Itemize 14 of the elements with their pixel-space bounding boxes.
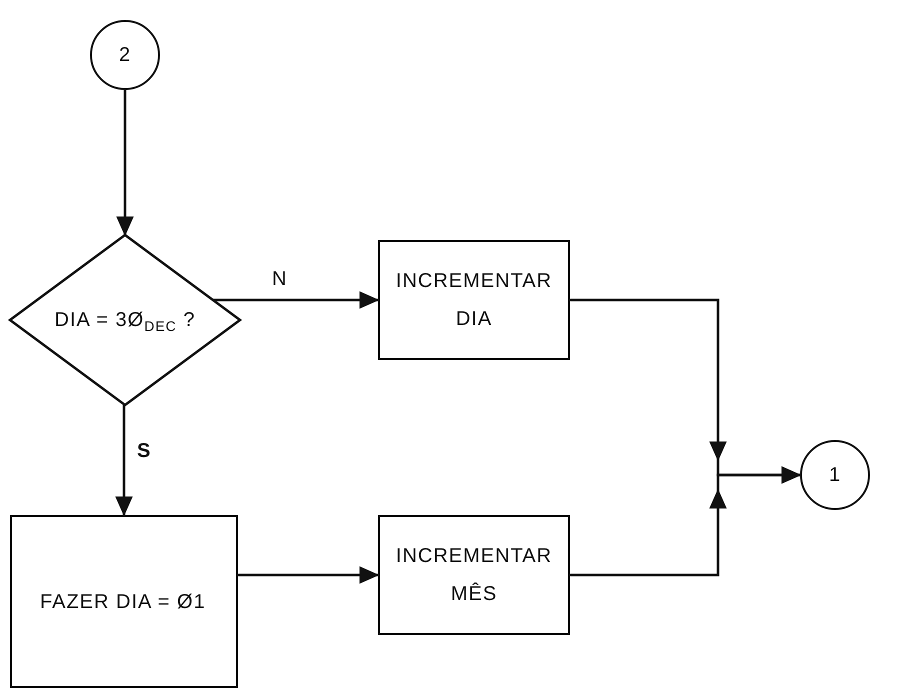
node-text: INCREMENTAR DIA (394, 269, 554, 332)
arrow (238, 566, 380, 584)
process-box (378, 515, 570, 635)
process-box (10, 515, 238, 688)
arrow (116, 90, 134, 236)
node-text: DIA = 3Ø$_{DEC}$ ? (54, 308, 196, 336)
arrow (212, 291, 380, 309)
node-text: 1 (828, 463, 842, 488)
arrow (115, 405, 133, 516)
arrow (570, 466, 802, 576)
node-text: FAZER DIA = Ø1 (40, 590, 206, 614)
node-text: 2 (118, 43, 132, 68)
process-box (378, 240, 570, 360)
node-text: INCREMENTAR MÊS (394, 544, 554, 607)
